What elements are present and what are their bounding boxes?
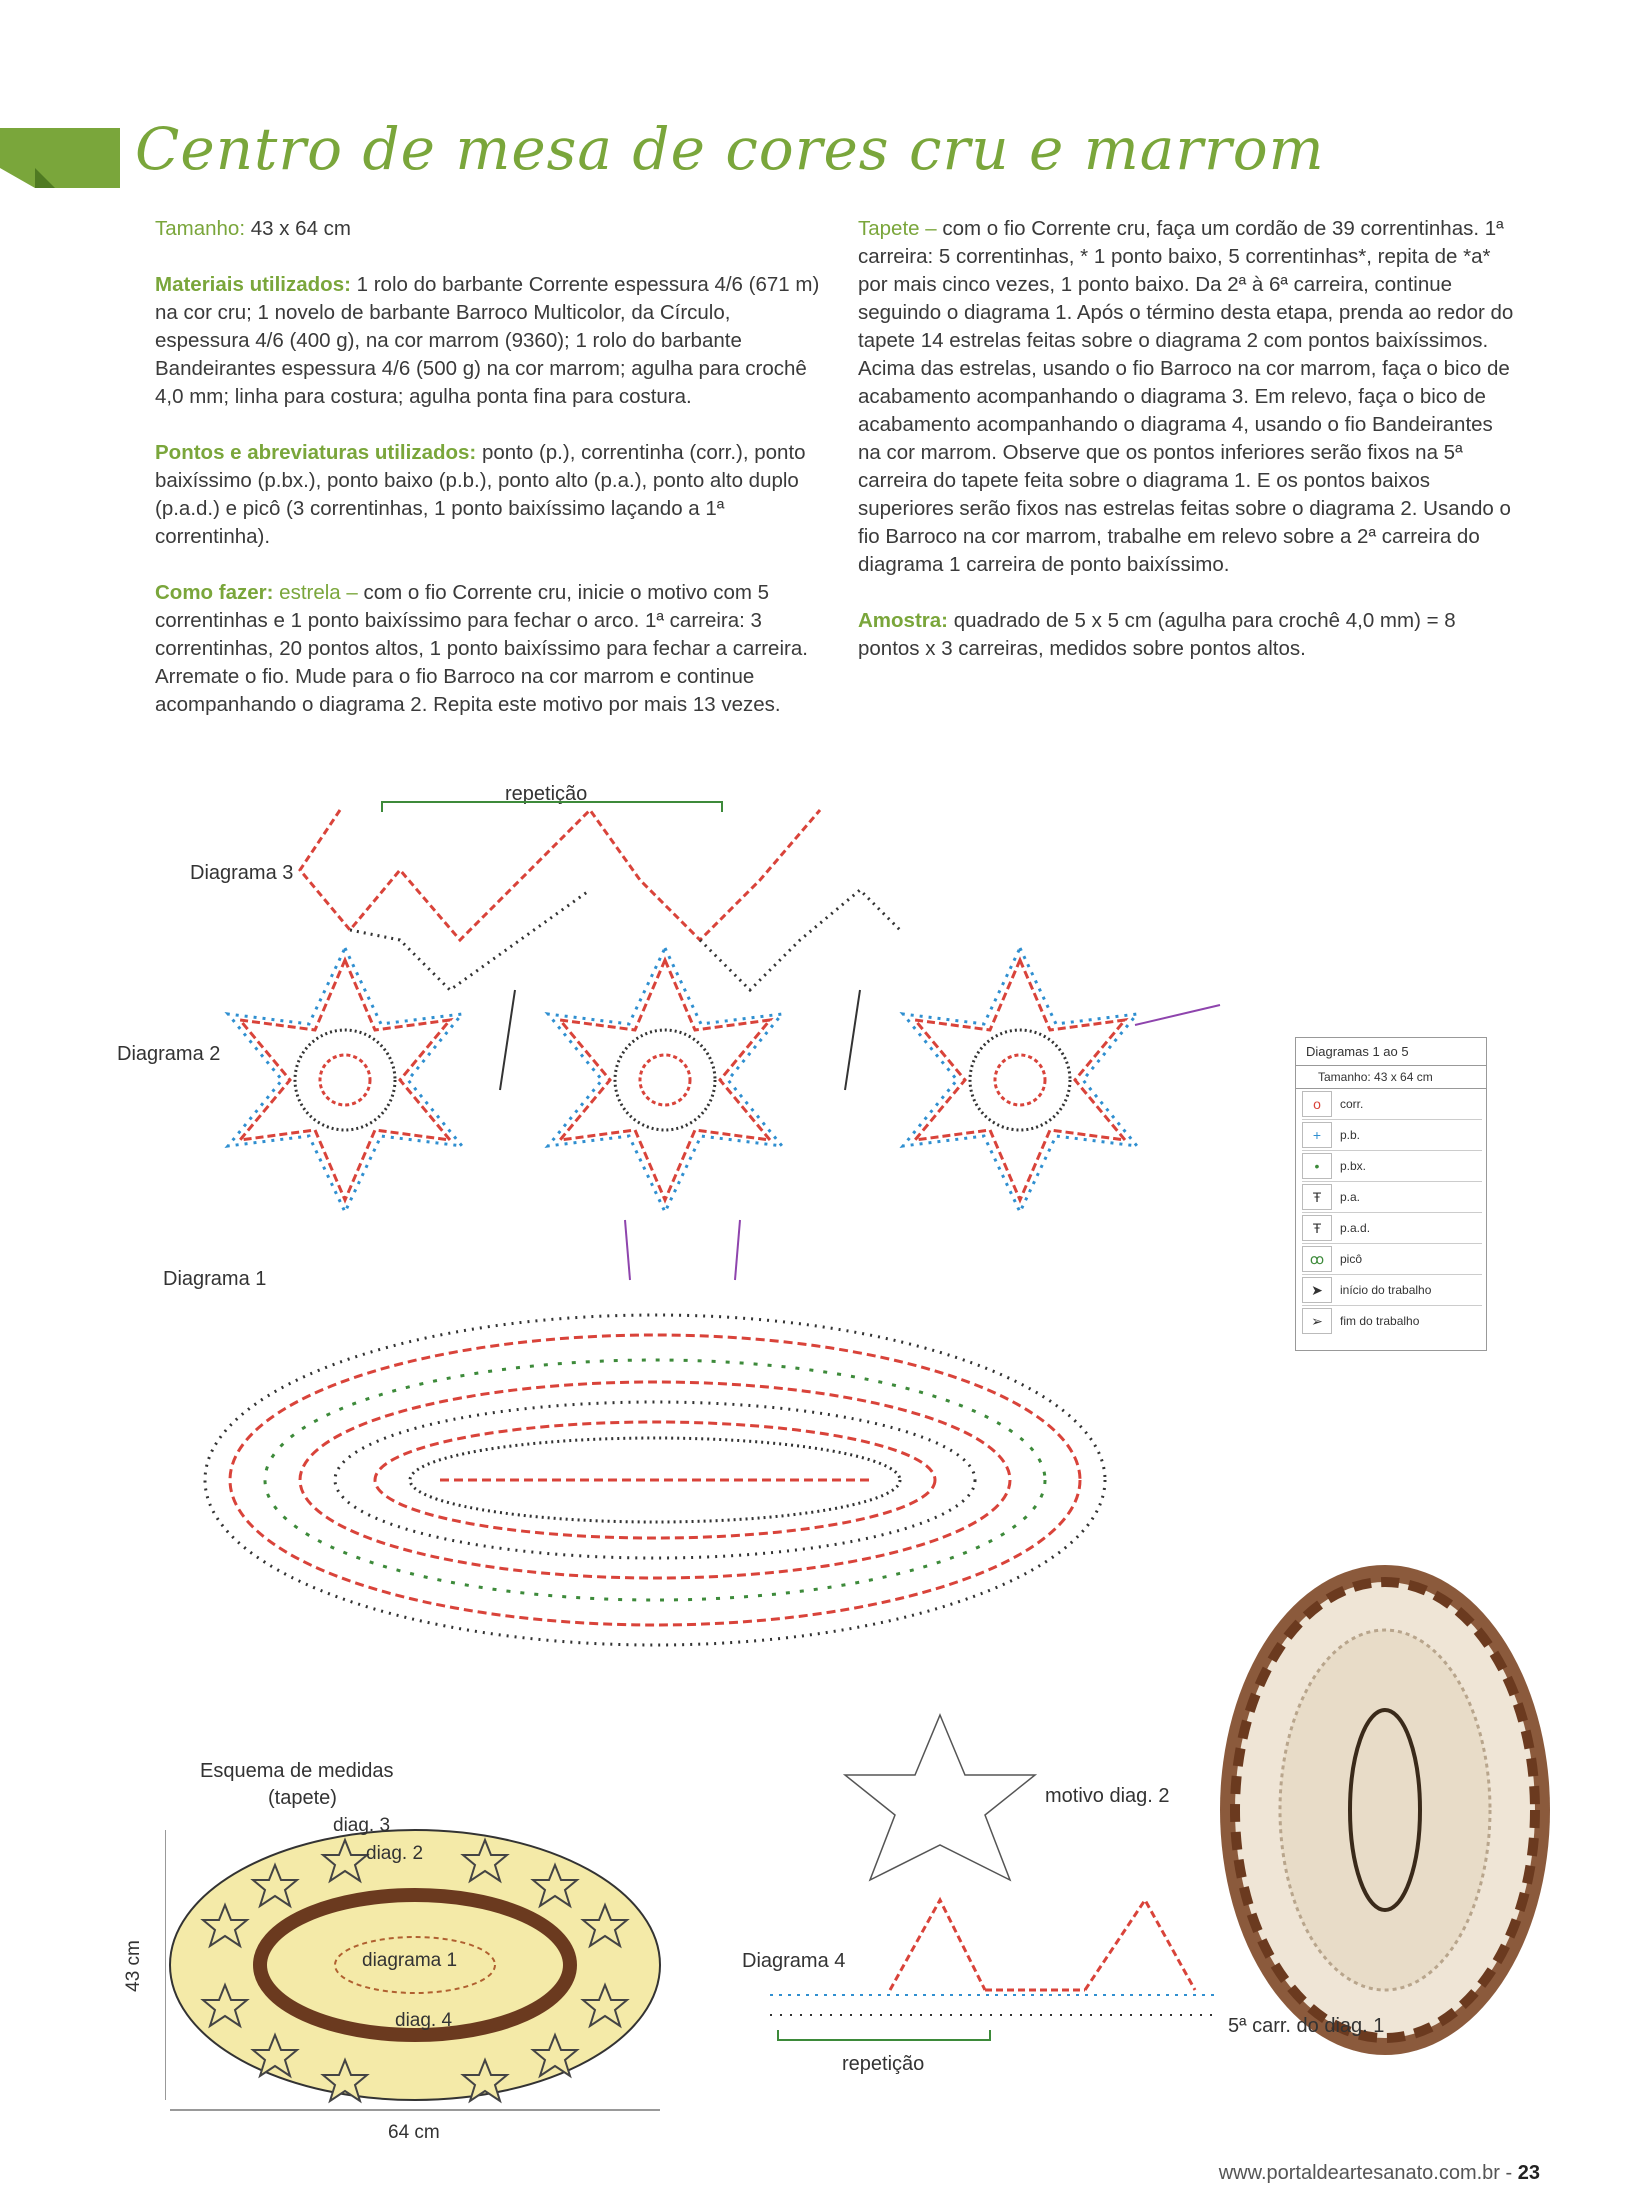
schema-diag4-label: diag. 4	[395, 2010, 452, 2032]
legend-label: p.a.d.	[1340, 1221, 1370, 1235]
size-label: Tamanho:	[155, 217, 245, 240]
how-label: Como fazer:	[155, 581, 273, 604]
crochet-diagram	[100, 790, 1250, 1650]
stitches-label: Pontos e abreviaturas utilizados:	[155, 441, 476, 464]
legend-row: • p.bx.	[1302, 1151, 1482, 1182]
corner-tab-icon	[0, 128, 120, 188]
page-footer: www.portaldeartesanato.com.br - 23	[1219, 2162, 1540, 2185]
tapete-paragraph: Tapete – com o fio Corrente cru, faça um…	[858, 215, 1518, 579]
repeat-bracket-top	[382, 802, 722, 812]
legend-row: ➤ início do trabalho	[1302, 1275, 1482, 1306]
text-column-left: Tamanho: 43 x 64 cm Materiais utilizados…	[155, 215, 820, 747]
repeat-bracket-bottom	[778, 2030, 990, 2040]
legend-label: p.a.	[1340, 1190, 1360, 1204]
diagram3-peaks	[300, 810, 900, 990]
end-arrow-icon: ➢	[1302, 1308, 1332, 1334]
legend-label: início do trabalho	[1340, 1283, 1431, 1297]
schema-width-label: 64 cm	[388, 2122, 440, 2144]
picot-icon: ꝏ	[1302, 1246, 1332, 1272]
star-motif	[228, 948, 462, 1212]
treble-crochet-icon: Ŧ	[1302, 1215, 1332, 1241]
size-value: 43 x 64 cm	[245, 217, 351, 240]
stitches-paragraph: Pontos e abreviaturas utilizados: ponto …	[155, 439, 820, 551]
chain-icon: o	[1302, 1091, 1332, 1117]
legend-row: + p.b.	[1302, 1120, 1482, 1151]
how-sublabel: estrela –	[273, 581, 357, 604]
diagram4-note: 5ª carr. do diag. 1	[1228, 2015, 1384, 2038]
double-crochet-icon: Ŧ	[1302, 1184, 1332, 1210]
legend-label: fim do trabalho	[1340, 1314, 1419, 1328]
diagram4-drawing	[760, 1880, 1230, 2070]
tapete-label: Tapete –	[858, 217, 937, 240]
legend-title: Diagramas 1 ao 5	[1296, 1038, 1486, 1066]
how-paragraph: Como fazer: estrela – com o fio Corrente…	[155, 579, 820, 719]
schema-diag1-label: diagrama 1	[362, 1950, 457, 1972]
page-number: 23	[1518, 2162, 1540, 2184]
motif-label: motivo diag. 2	[1045, 1785, 1170, 1808]
footer-separator: -	[1500, 2162, 1518, 2184]
schema-diag2-label: diag. 2	[366, 1843, 423, 1865]
amostra-paragraph: Amostra: quadrado de 5 x 5 cm (agulha pa…	[858, 607, 1518, 663]
size-paragraph: Tamanho: 43 x 64 cm	[155, 215, 820, 243]
schema-diag3-label: diag. 3	[333, 1815, 390, 1837]
tapete-text: com o fio Corrente cru, faça um cordão d…	[858, 217, 1513, 576]
schema-subtitle: (tapete)	[268, 1787, 337, 1810]
legend-row: o corr.	[1302, 1089, 1482, 1120]
star-motif	[903, 948, 1137, 1212]
schema-title: Esquema de medidas	[200, 1760, 393, 1783]
start-arrow-icon: ➤	[1302, 1277, 1332, 1303]
legend-label: corr.	[1340, 1097, 1363, 1111]
schema-height-label: 43 cm	[123, 1940, 145, 1992]
text-column-right: Tapete – com o fio Corrente cru, faça um…	[858, 215, 1518, 691]
footer-url: www.portaldeartesanato.com.br	[1219, 2162, 1500, 2184]
legend-label: p.bx.	[1340, 1159, 1366, 1173]
amostra-label: Amostra:	[858, 609, 948, 632]
legend-size: Tamanho: 43 x 64 cm	[1296, 1066, 1486, 1089]
single-crochet-icon: +	[1302, 1122, 1332, 1148]
star-motif	[548, 948, 782, 1212]
materials-label: Materiais utilizados:	[155, 273, 351, 296]
diagram1-oval	[205, 1315, 1105, 1645]
materials-paragraph: Materiais utilizados: 1 rolo do barbante…	[155, 271, 820, 411]
diagram2-stars	[228, 948, 1220, 1280]
legend-label: p.b.	[1340, 1128, 1360, 1142]
finished-piece-photo	[1215, 1555, 1555, 2065]
legend-row: ➢ fim do trabalho	[1302, 1306, 1482, 1336]
repeat-bottom-label: repetição	[842, 2053, 924, 2076]
amostra-text: quadrado de 5 x 5 cm (agulha para crochê…	[858, 609, 1456, 660]
legend-label: picô	[1340, 1252, 1362, 1266]
slip-stitch-icon: •	[1302, 1153, 1332, 1179]
page-title: Centro de mesa de cores cru e marrom	[135, 115, 1325, 183]
